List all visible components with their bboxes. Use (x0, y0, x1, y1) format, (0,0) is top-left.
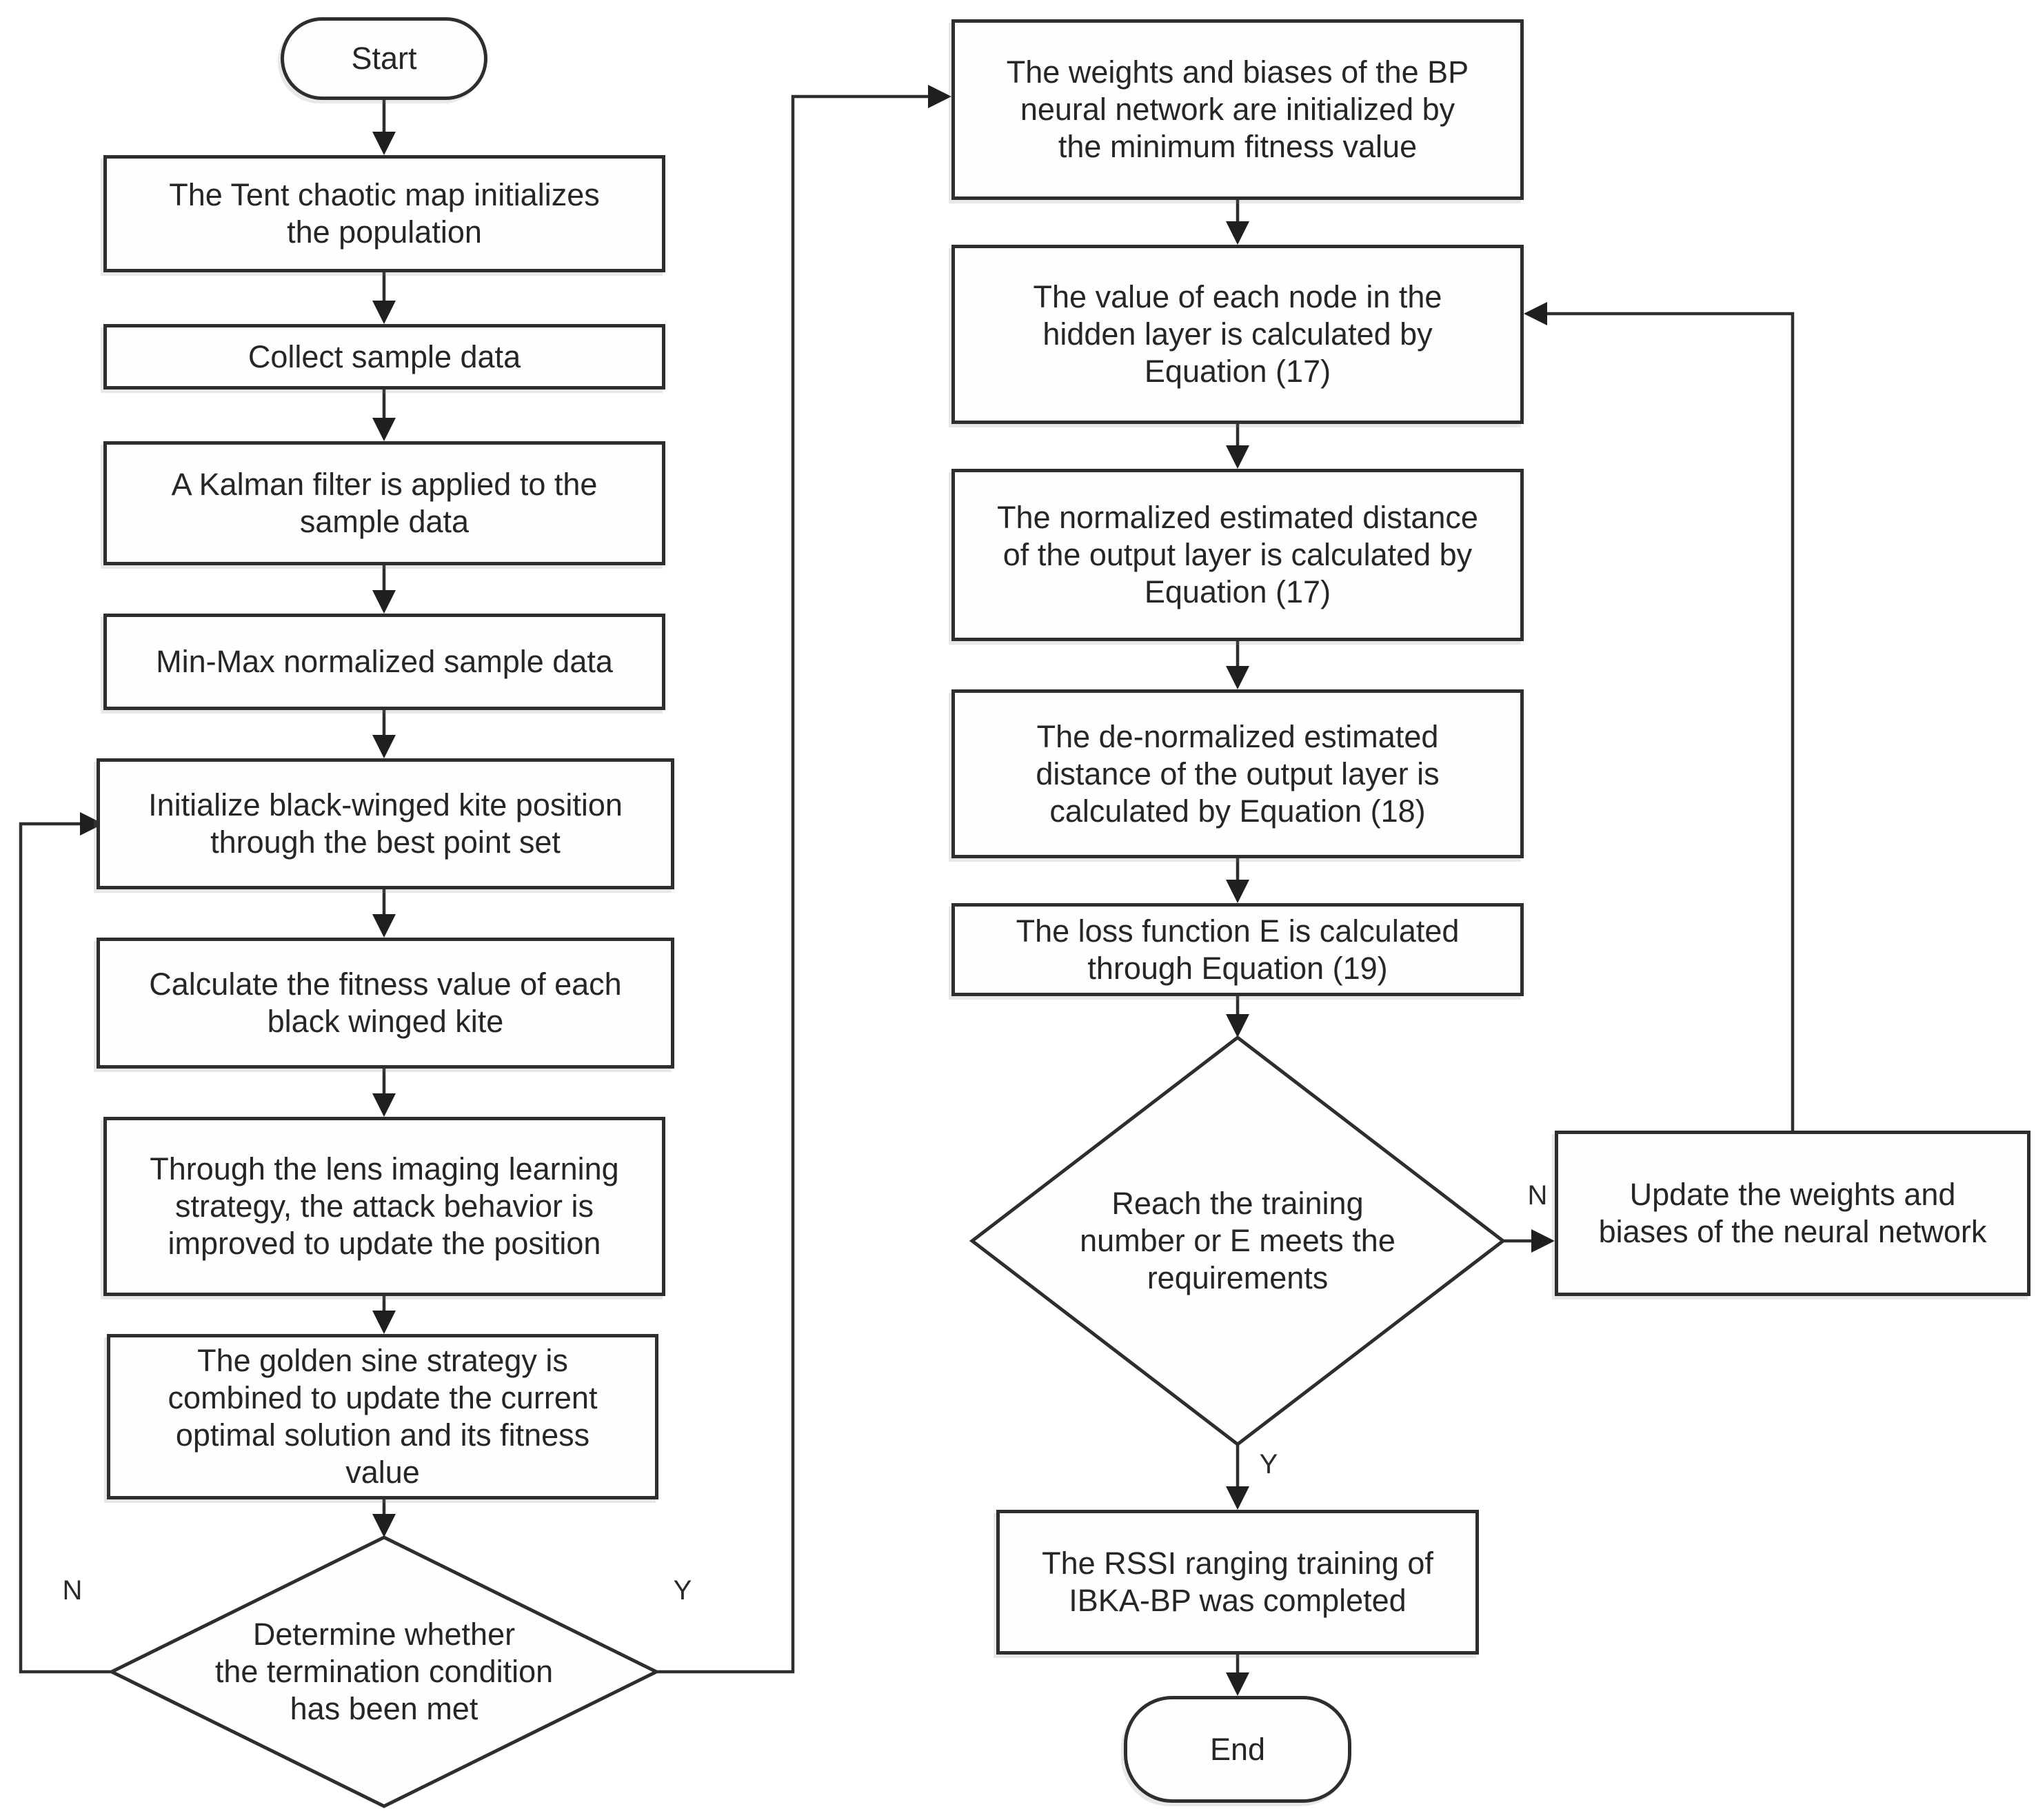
label-training-yes: Y (1259, 1449, 1278, 1479)
node-init-kite-position: Initialize black-winged kite position th… (97, 758, 674, 889)
arrowhead-minmax-initkite (372, 735, 396, 758)
arrowhead-tent-collect (372, 301, 396, 324)
node-kalman-filter: A Kalman filter is applied to the sample… (103, 441, 665, 565)
termination-decision-text: Determine whether the termination condit… (214, 1617, 554, 1726)
edge-termination-no-loop (19, 822, 112, 1674)
label-termination-yes: Y (673, 1575, 692, 1606)
node-termination-decision-label: Determine whether the termination condit… (163, 1606, 605, 1737)
label-training-no: N (1527, 1180, 1548, 1211)
node-hidden-layer-label: The value of each node in the hidden lay… (1033, 279, 1442, 389)
arrowhead-lens-golden (372, 1311, 396, 1334)
node-denormalized-distance-label: The de-normalized estimated distance of … (1036, 718, 1440, 829)
node-bp-init-label: The weights and biases of the BP neural … (1006, 54, 1469, 164)
diamond-termination-decision (108, 1535, 661, 1808)
node-lens-imaging-label: Through the lens imaging learning strate… (150, 1151, 619, 1261)
node-normalized-distance-label: The normalized estimated distance of the… (997, 500, 1478, 609)
node-denormalized-distance: The de-normalized estimated distance of … (951, 689, 1524, 858)
node-minmax-normalize: Min-Max normalized sample data (103, 614, 665, 710)
node-lens-imaging: Through the lens imaging learning strate… (103, 1117, 665, 1296)
node-loss-function: The loss function E is calculated throug… (951, 903, 1524, 996)
node-rssi-completed-label: The RSSI ranging training of IBKA-BP was… (1042, 1546, 1433, 1618)
arrowhead-loss-training (1226, 1014, 1249, 1038)
node-loss-function-label: The loss function E is calculated throug… (1016, 913, 1460, 986)
node-update-weights: Update the weights and biases of the neu… (1555, 1131, 2030, 1296)
arrowhead-kalman-minmax (372, 590, 396, 614)
arrowhead-bpinit-hidden (1226, 221, 1249, 245)
arrowhead-start-tent (372, 132, 396, 155)
edge-termination-yes (656, 94, 928, 1674)
arrowhead-termination-yes (928, 85, 951, 108)
arrowhead-normdist-denorm (1226, 666, 1249, 689)
node-hidden-layer: The value of each node in the hidden lay… (951, 245, 1524, 424)
node-training-decision-label: Reach the training number or E meets the… (1045, 1175, 1431, 1306)
arrowhead-golden-termination (372, 1514, 396, 1537)
arrowhead-initkite-fitness (372, 914, 396, 938)
node-calc-fitness-label: Calculate the fitness value of each blac… (149, 967, 622, 1039)
node-rssi-completed: The RSSI ranging training of IBKA-BP was… (996, 1510, 1479, 1655)
arrowhead-training-no (1531, 1229, 1555, 1253)
diamond-training-decision (969, 1035, 1506, 1447)
node-golden-sine-label: The golden sine strategy is combined to … (168, 1343, 598, 1490)
arrowhead-collect-kalman (372, 418, 396, 441)
node-golden-sine: The golden sine strategy is combined to … (107, 1334, 658, 1499)
label-termination-no: N (62, 1575, 83, 1606)
arrowhead-fitness-lens (372, 1093, 396, 1117)
node-update-weights-label: Update the weights and biases of the neu… (1598, 1177, 1987, 1249)
arrowhead-denorm-loss (1226, 880, 1249, 903)
node-kalman-filter-label: A Kalman filter is applied to the sample… (171, 467, 598, 539)
node-collect-sample: Collect sample data (103, 324, 665, 390)
arrowhead-rssi-end (1226, 1672, 1249, 1696)
arrowhead-training-yes (1226, 1486, 1249, 1510)
node-minmax-normalize-label: Min-Max normalized sample data (156, 644, 613, 679)
node-tent-init-label: The Tent chaotic map initializes the pop… (169, 177, 600, 250)
node-bp-init: The weights and biases of the BP neural … (951, 19, 1524, 200)
node-end: End (1124, 1696, 1351, 1803)
node-start: Start (281, 17, 487, 100)
arrowhead-hidden-normdist (1226, 445, 1249, 469)
node-init-kite-position-label: Initialize black-winged kite position th… (148, 787, 623, 860)
node-normalized-distance: The normalized estimated distance of the… (951, 469, 1524, 641)
arrowhead-update-loop (1524, 302, 1547, 325)
edge-update-loop (1547, 312, 1795, 1131)
node-end-label: End (1209, 1731, 1266, 1767)
training-decision-text: Reach the training number or E meets the… (1080, 1186, 1395, 1295)
node-calc-fitness: Calculate the fitness value of each blac… (97, 938, 674, 1069)
node-start-label: Start (351, 41, 417, 76)
node-tent-init: The Tent chaotic map initializes the pop… (103, 155, 665, 272)
arrowhead-termination-no-loop (80, 812, 103, 836)
node-collect-sample-label: Collect sample data (248, 338, 521, 374)
